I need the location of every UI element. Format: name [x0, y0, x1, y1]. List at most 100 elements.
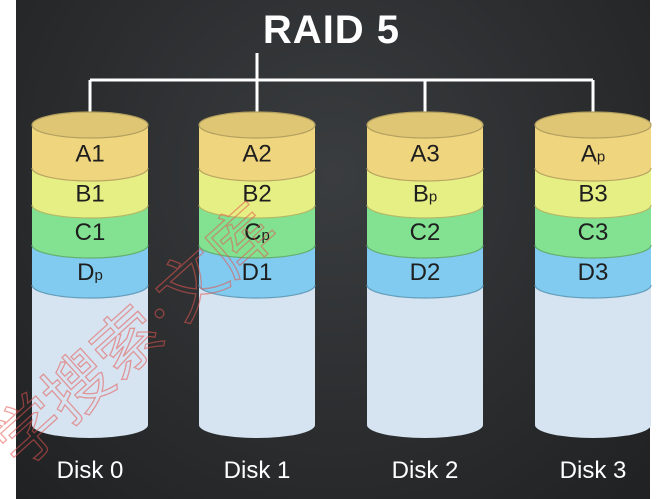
- block-seam: [31, 204, 149, 219]
- block-label-sub: 3: [594, 181, 607, 208]
- block-label-sub: 1: [91, 141, 104, 168]
- block-label-sub: p: [597, 149, 605, 166]
- disk-empty-space: [199, 285, 315, 425]
- block-bottom-curve: [367, 232, 483, 258]
- block-label: D2: [410, 259, 441, 286]
- disk-empty-space: [535, 285, 651, 425]
- block-label-main: D: [410, 259, 427, 286]
- block-label-sub: p: [262, 227, 270, 244]
- block-bottom-curve: [535, 232, 651, 258]
- block-label-main: C: [244, 219, 261, 246]
- disk-empty-space: [367, 285, 483, 425]
- block-label: A2: [242, 141, 271, 168]
- disk-base: [32, 412, 148, 438]
- disk-top: [31, 111, 149, 139]
- disk-label: Disk 2: [392, 457, 459, 484]
- disk-top: [366, 111, 484, 139]
- block-label: B1: [75, 181, 104, 208]
- block-label-sub: 3: [595, 259, 608, 286]
- block-label: C2: [410, 219, 441, 246]
- block-label-main: C: [578, 219, 595, 246]
- block-label-main: C: [75, 219, 92, 246]
- block-label-main: B: [75, 181, 91, 208]
- disk-label: Disk 1: [224, 457, 291, 484]
- block-seam: [198, 284, 316, 299]
- block-label-main: C: [410, 219, 427, 246]
- block-bottom-curve: [32, 232, 148, 258]
- block-label-main: B: [242, 181, 258, 208]
- block-label: A3: [410, 141, 439, 168]
- block-seam: [31, 167, 149, 182]
- block-label: Cp: [244, 219, 270, 246]
- block-seam: [366, 167, 484, 182]
- block-label-main: A: [410, 141, 426, 168]
- block-label: D1: [242, 259, 273, 286]
- block-bottom-curve: [32, 192, 148, 218]
- block-seam: [534, 204, 652, 219]
- block-label: A1: [75, 141, 104, 168]
- block-bottom-curve: [367, 192, 483, 218]
- block-label-main: D: [242, 259, 259, 286]
- block-label-main: D: [578, 259, 595, 286]
- block-bottom-curve: [32, 272, 148, 298]
- block-label: Ap: [581, 141, 605, 168]
- disk-label: Disk 0: [57, 457, 124, 484]
- block-seam: [534, 167, 652, 182]
- block-label: D3: [578, 259, 609, 286]
- block-seam: [31, 244, 149, 259]
- block-label-sub: 1: [92, 219, 105, 246]
- block-label-sub: 1: [91, 181, 104, 208]
- disk-labels: Disk 0 Disk 1 Disk 2 Disk 3: [57, 457, 627, 484]
- block-seam: [198, 167, 316, 182]
- block-bottom-curve: [535, 272, 651, 298]
- block-bottom-curve: [32, 155, 148, 181]
- block-seam: [198, 204, 316, 219]
- block-bottom-curve: [367, 272, 483, 298]
- disk-base: [367, 412, 483, 438]
- block-seam: [366, 244, 484, 259]
- block-label-sub: 2: [427, 219, 440, 246]
- block-label-sub: 3: [595, 219, 608, 246]
- disk-base: [199, 412, 315, 438]
- connector-lines: [88, 53, 595, 114]
- block-bottom-curve: [199, 192, 315, 218]
- block-label-sub: p: [95, 267, 103, 284]
- block-label-main: A: [242, 141, 258, 168]
- block-bottom-curve: [535, 192, 651, 218]
- block-bottom-curve: [199, 272, 315, 298]
- block-label-main: D: [77, 259, 94, 286]
- block-label: B3: [578, 181, 607, 208]
- block-label-sub: 2: [258, 141, 271, 168]
- block-label-main: B: [413, 181, 429, 208]
- block-label: Dp: [77, 259, 103, 286]
- disk-label: Disk 3: [560, 457, 627, 484]
- block-label: B2: [242, 181, 271, 208]
- block-seam: [198, 244, 316, 259]
- block-label-sub: 2: [258, 181, 271, 208]
- block-bottom-curve: [367, 155, 483, 181]
- disk-base: [535, 412, 651, 438]
- diagram-title: RAID 5: [262, 8, 401, 52]
- block-seam: [366, 284, 484, 299]
- disk-top: [534, 111, 652, 139]
- block-label-main: A: [75, 141, 91, 168]
- block-seam: [31, 284, 149, 299]
- block-seam: [534, 244, 652, 259]
- block-label: C3: [578, 219, 609, 246]
- block-label: Bp: [413, 181, 437, 208]
- disk-empty-space: [32, 285, 148, 425]
- block-bottom-curve: [199, 155, 315, 181]
- block-bottom-curve: [535, 155, 651, 181]
- block-bottom-curve: [199, 232, 315, 258]
- block-label-sub: p: [429, 189, 437, 206]
- block-label-sub: 1: [259, 259, 272, 286]
- block-label-sub: 3: [426, 141, 439, 168]
- block-label-main: B: [578, 181, 594, 208]
- block-seam: [534, 284, 652, 299]
